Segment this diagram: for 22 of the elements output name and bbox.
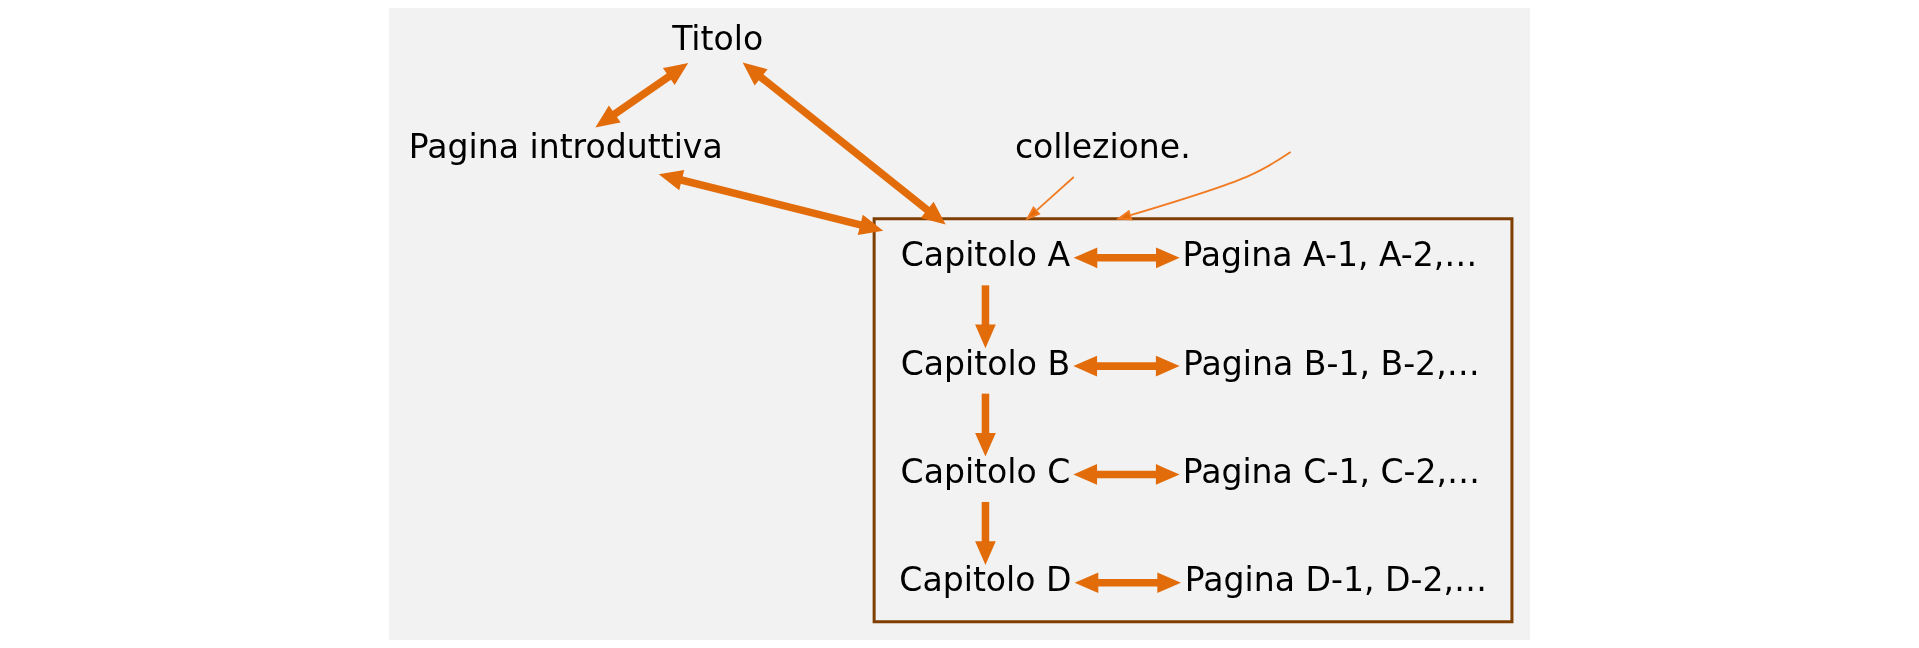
node-text: Pagina C-1, C-2,… — [1182, 451, 1481, 491]
arrow — [595, 63, 689, 128]
node-text: Pagina B-1, B-2,… — [1183, 343, 1480, 383]
arrow — [1115, 151, 1292, 221]
node-text: Titolo — [672, 18, 764, 58]
node-text: collezione. — [1014, 126, 1191, 166]
arrow — [975, 501, 996, 565]
arrow — [1073, 247, 1180, 269]
arrow — [742, 62, 946, 225]
node-text: Capitolo D — [899, 560, 1072, 600]
node-text: Pagina introduttiva — [408, 126, 723, 166]
node-text: Pagina A-1, A-2,… — [1182, 235, 1478, 275]
arrow — [1025, 176, 1075, 221]
node-text: Capitolo C — [900, 451, 1071, 491]
cluster — [872, 217, 1514, 624]
arrow — [1073, 464, 1180, 485]
node-text: Capitolo A — [900, 235, 1071, 275]
arrow — [1074, 572, 1181, 594]
arrow — [658, 170, 884, 235]
node-text: Pagina D-1, D-2,… — [1184, 560, 1488, 600]
arrow — [1073, 355, 1180, 377]
node-text: Capitolo B — [900, 343, 1071, 383]
